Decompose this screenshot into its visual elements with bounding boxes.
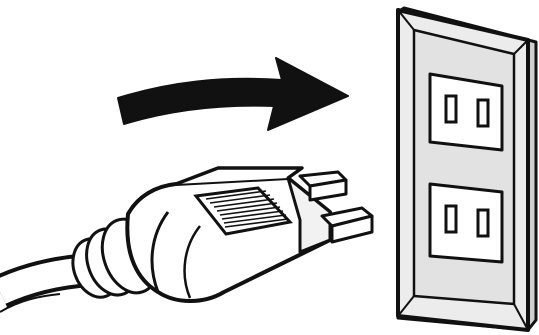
outlet-slot	[446, 96, 456, 122]
outlet-slot	[446, 206, 456, 232]
outlet-socket-bottom	[430, 184, 502, 262]
outlet-slot	[478, 210, 488, 236]
outlet-slot	[478, 100, 488, 126]
two-prong-plug	[65, 168, 372, 304]
outlet-socket-top	[430, 74, 502, 150]
wall-outlet	[398, 8, 536, 330]
direction-arrow-icon	[118, 58, 348, 130]
